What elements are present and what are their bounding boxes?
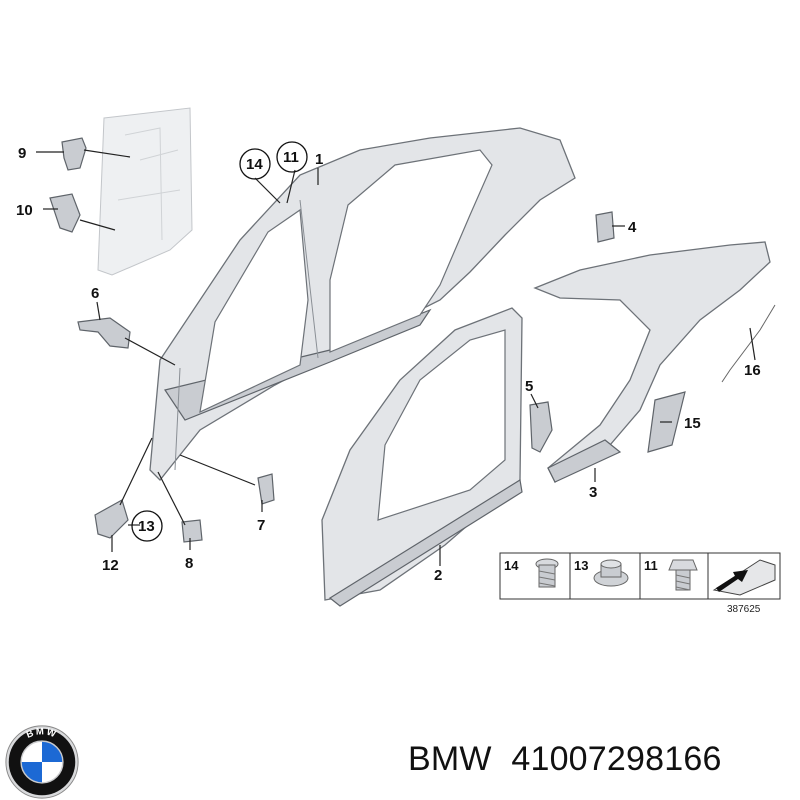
callout-13: 13 — [138, 518, 155, 535]
part-10-bracket — [49, 193, 81, 233]
material-arrow-icon — [712, 559, 776, 596]
fastener-legend: 14 13 11 387625 — [499, 552, 781, 615]
svg-text:BMW: BMW — [25, 726, 59, 740]
callout-9: 9 — [18, 145, 26, 162]
leader-lines — [36, 149, 756, 566]
faded-inner-pillar — [97, 107, 193, 276]
callout-14: 14 — [246, 156, 263, 173]
callout-2: 2 — [434, 567, 442, 584]
bmw-roundel-icon: BMW — [5, 725, 79, 799]
callout-15: 15 — [684, 415, 701, 432]
side-panel-main — [149, 127, 576, 481]
callout-5: 5 — [525, 378, 533, 395]
part-8-bracket — [181, 519, 203, 543]
part-4-bracket — [595, 211, 615, 243]
part-16-cable — [721, 304, 776, 383]
callout-7: 7 — [257, 517, 265, 534]
logo-lettering: BMW — [25, 726, 57, 740]
part-6-bracket — [77, 317, 131, 349]
nut-13-icon — [593, 559, 629, 587]
callout-labels: 1 2 3 4 5 6 7 8 9 10 11 12 13 14 15 16 — [16, 141, 761, 584]
callout-11: 11 — [283, 149, 299, 166]
part-9-bracket — [61, 137, 87, 171]
brand-name: BMW — [408, 740, 492, 778]
bolt-14-icon — [535, 558, 559, 588]
callout-11-circle — [276, 141, 308, 173]
part-12-bracket — [94, 499, 129, 539]
legend-label-13: 13 — [574, 558, 588, 573]
callout-8: 8 — [185, 555, 193, 572]
callout-1: 1 — [315, 151, 323, 168]
part-number: 41007298166 — [511, 740, 722, 778]
callout-3: 3 — [589, 484, 597, 501]
callout-12: 12 — [102, 557, 119, 574]
legend-label-11: 11 — [644, 558, 658, 573]
bolt-11-icon — [668, 559, 698, 591]
diagram-reference-number: 387625 — [727, 604, 761, 615]
rear-quarter-panel — [533, 241, 771, 483]
callout-10: 10 — [16, 202, 33, 219]
part-7-bracket — [257, 473, 275, 505]
callout-13-circle — [131, 510, 163, 542]
callout-16: 16 — [744, 362, 761, 379]
part-caption: BMW 41007298166 — [408, 740, 722, 784]
callout-6: 6 — [91, 285, 99, 302]
side-frame-inner — [321, 307, 523, 607]
callout-14-circle — [239, 148, 271, 180]
part-5-bracket — [529, 401, 553, 453]
callout-4: 4 — [628, 219, 637, 236]
legend-label-14: 14 — [504, 558, 519, 573]
